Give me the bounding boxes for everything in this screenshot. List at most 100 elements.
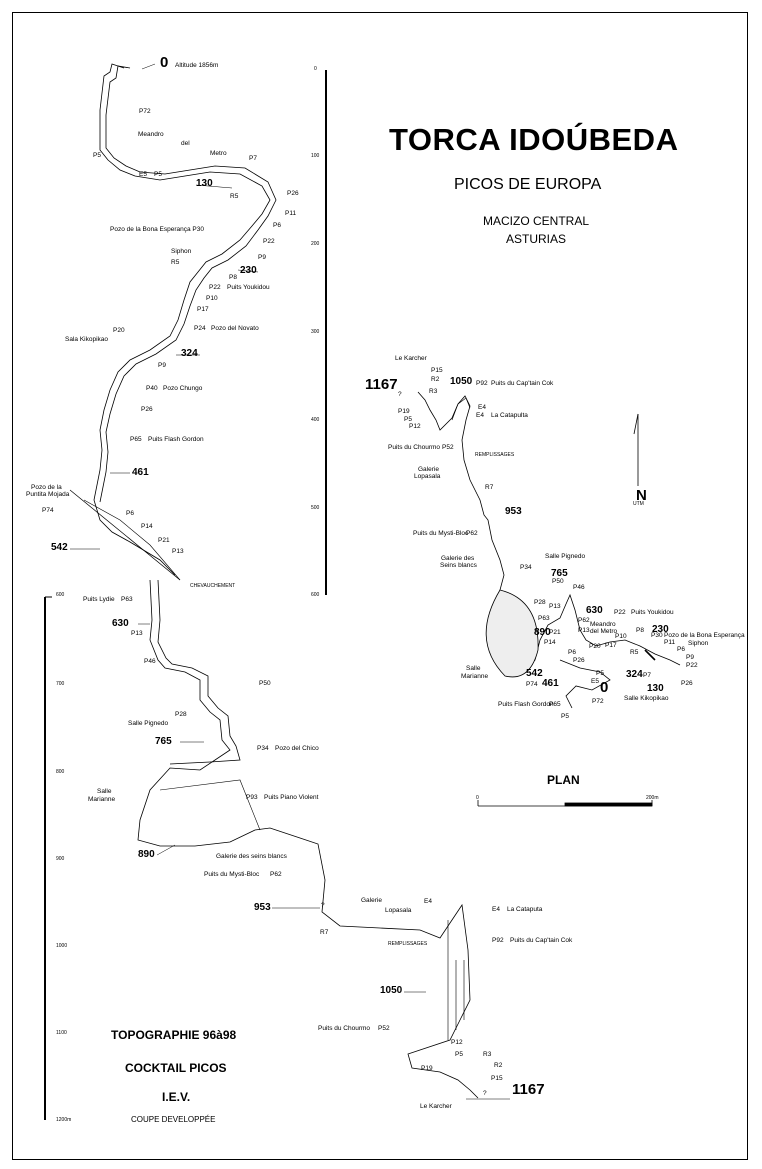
depth-tick-300: 300 bbox=[311, 329, 320, 335]
label-chevauchement: CHEVAUCHEMENT bbox=[190, 583, 236, 589]
plan-label-p5b: P5 bbox=[596, 670, 604, 677]
depth-461: 461 bbox=[132, 467, 149, 478]
plan-label-p13b: P13 bbox=[578, 627, 590, 634]
label-e5: E5 bbox=[139, 171, 147, 178]
depth-tick-1100: 1100 bbox=[56, 1030, 67, 1036]
plan-label-p6b: P6 bbox=[568, 649, 576, 656]
depth-tick-500: 500 bbox=[311, 505, 320, 511]
plan-depth-230: 230 bbox=[652, 624, 669, 635]
plan-depth-0: 0 bbox=[600, 679, 609, 696]
label-marianne: Marianne bbox=[88, 796, 116, 803]
label-p46: P46 bbox=[144, 658, 156, 665]
plan-label-p62b: P62 bbox=[578, 617, 590, 624]
depth-230: 230 bbox=[240, 265, 257, 276]
depth-890: 890 bbox=[138, 849, 155, 860]
label-lopasala: Lopasala bbox=[385, 907, 412, 914]
club-label: I.E.V. bbox=[162, 1090, 191, 1104]
label-p15: P15 bbox=[491, 1075, 503, 1082]
plan-label-p52: P52 bbox=[442, 444, 454, 451]
plan-drawing bbox=[417, 391, 681, 709]
plan-label-catapulta: La Catapulta bbox=[491, 412, 528, 419]
plan-label-siphon: Siphon bbox=[688, 640, 709, 647]
map-frame bbox=[12, 12, 748, 1160]
plan-label-remplissages: REMPLISSAGES bbox=[475, 452, 515, 458]
depth-765: 765 bbox=[155, 736, 172, 747]
depth-tick-400: 400 bbox=[311, 417, 320, 423]
label-p8: P8 bbox=[229, 274, 237, 281]
plan-label-p8: P8 bbox=[636, 627, 644, 634]
label-q1: ? bbox=[321, 902, 325, 909]
plan-label-p50: P50 bbox=[552, 578, 564, 585]
plan-scale-bar bbox=[477, 800, 653, 807]
plan-label-p63: P63 bbox=[538, 615, 550, 622]
label-r5b: R5 bbox=[171, 259, 180, 266]
label-novato: Pozo del Novato bbox=[211, 325, 259, 332]
label-p63: P63 bbox=[121, 596, 133, 603]
label-remplissages: REMPLISSAGES bbox=[388, 941, 428, 947]
plan-label-kikopikao: Salle Kikopikao bbox=[624, 695, 669, 702]
plan-label-p11: P11 bbox=[664, 639, 676, 646]
label-q2: ? bbox=[483, 1090, 487, 1097]
plan-label-p26b: P26 bbox=[573, 657, 585, 664]
plan-label-seins-1: Galerie des bbox=[441, 555, 475, 562]
plan-label-p28: P28 bbox=[534, 599, 546, 606]
plan-caption: PLAN bbox=[547, 773, 580, 787]
label-youkidou: Puits Youkidou bbox=[227, 284, 270, 291]
label-seins: Galerie des seins blancs bbox=[216, 853, 287, 860]
label-lydie: Puits Lydie bbox=[83, 596, 115, 603]
plan-label-p6: P6 bbox=[677, 646, 685, 653]
plan-label-karcher: Le Karcher bbox=[395, 355, 427, 362]
label-p19: P19 bbox=[421, 1065, 433, 1072]
north-label: N bbox=[636, 487, 647, 504]
label-siphon: Siphon bbox=[171, 248, 192, 255]
plan-label-chourmo: Puits du Chourmo bbox=[388, 444, 441, 451]
section-profile-lower bbox=[137, 579, 479, 1099]
label-salle: Salle bbox=[97, 788, 112, 795]
label-p50: P50 bbox=[259, 680, 271, 687]
plan-scale-start: 0 bbox=[476, 795, 479, 801]
depth-tick-1200: 1200m bbox=[56, 1117, 72, 1123]
plan-label-r7: R7 bbox=[485, 484, 494, 491]
depth-1167: 1167 bbox=[512, 1081, 545, 1098]
plan-label-p13a: P13 bbox=[549, 603, 561, 610]
label-p5c: P5 bbox=[455, 1051, 463, 1058]
plan-depth-1167: 1167 bbox=[365, 376, 398, 393]
plan-depth-324: 324 bbox=[626, 669, 643, 680]
label-del: del bbox=[181, 140, 190, 147]
cave-title: TORCA IDOÚBEDA bbox=[389, 122, 679, 157]
label-e4b: E4 bbox=[492, 906, 500, 913]
team-label: COCKTAIL PICOS bbox=[125, 1061, 227, 1075]
depth-tick-600b: 600 bbox=[56, 592, 65, 598]
depth-130: 130 bbox=[196, 178, 213, 189]
plan-label-marianne: Marianne bbox=[461, 673, 489, 680]
plan-label-p22: P22 bbox=[614, 609, 626, 616]
label-puntita-1: Pozo de la bbox=[31, 484, 62, 491]
label-p30: Pozo de la Bona Esperança P30 bbox=[110, 226, 204, 233]
plan-label-p26: P26 bbox=[681, 680, 693, 687]
label-p13a: P13 bbox=[172, 548, 184, 555]
label-p7: P7 bbox=[249, 155, 257, 162]
plan-label-flash: Puits Flash Gordon bbox=[498, 701, 554, 708]
survey-title: TOPOGRAPHIE 96à98 bbox=[111, 1028, 237, 1042]
plan-label-lopasala: Lopasala bbox=[414, 473, 441, 480]
plan-label-p72: P72 bbox=[592, 698, 604, 705]
label-chourmo: Puits du Chourmo bbox=[318, 1025, 371, 1032]
plan-label-r3: R3 bbox=[429, 388, 438, 395]
label-p92: P92 bbox=[492, 937, 504, 944]
label-p65: P65 bbox=[130, 436, 142, 443]
plan-label-r5: R5 bbox=[630, 649, 639, 656]
massif-label: MACIZO CENTRAL bbox=[483, 214, 590, 228]
plan-label-e4a: E4 bbox=[478, 404, 486, 411]
plan-label-galerie: Galerie bbox=[418, 466, 439, 473]
depth-tick-600a: 600 bbox=[311, 592, 320, 598]
plan-label-mysti: Puits du Mysti-Bloc bbox=[413, 530, 469, 537]
depth-0: 0 bbox=[160, 54, 169, 71]
leader-lines bbox=[70, 63, 510, 1100]
plan-depth-130: 130 bbox=[647, 683, 664, 694]
label-chungo: Pozo Chungo bbox=[163, 385, 203, 392]
plan-depth-461: 461 bbox=[542, 678, 559, 689]
plan-label-p9: P9 bbox=[686, 654, 694, 661]
plan-depth-542: 542 bbox=[526, 668, 543, 679]
plan-depth-890: 890 bbox=[534, 627, 551, 638]
